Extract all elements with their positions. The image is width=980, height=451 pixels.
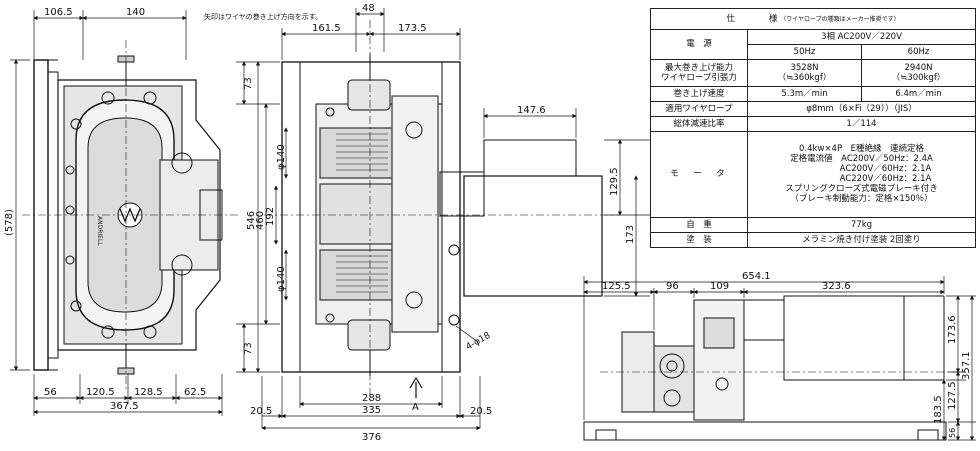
spec-table: 仕 様 （ワイヤロープの種類はメーカー推奨です） 電 源 3相 AC200V／2… — [650, 7, 977, 248]
dim-173-right: 173 — [625, 225, 636, 244]
dim-140: 140 — [126, 7, 145, 18]
dim-147: 147.6 — [517, 105, 546, 116]
middle-dimensions — [236, 8, 650, 431]
paint-label: 塗 装 — [650, 232, 748, 248]
motor-value: 0.4kw×4P E種絶縁 連続定格 定格電流値 AC200V／50Hz：2.4… — [747, 130, 976, 219]
dim-128: 128.5 — [134, 387, 163, 398]
dim-376: 376 — [362, 432, 381, 443]
capacity-50: 3528N （≒360kgf） — [747, 58, 862, 88]
rope-value: φ8mm（6×Fi（29））（JIS） — [747, 101, 976, 117]
dim-546: 546 — [246, 211, 257, 230]
capacity-label-1: 最大巻き上げ能力 — [664, 62, 733, 73]
motor-line-3: AC200V／60Hz：2.1A — [839, 164, 932, 175]
capacity-50-2: （≒360kgf） — [777, 72, 832, 83]
dim-phi140a: φ140 — [276, 144, 287, 170]
right-view — [583, 295, 960, 441]
dim-109: 109 — [710, 281, 729, 292]
capacity-60: 2940N （≒300kgf） — [860, 58, 977, 88]
middle-dim-text: 48 161.5 173.5 73 73 546 460 192 φ140 φ1… — [243, 3, 636, 443]
capacity-60-1: 2940N — [904, 62, 933, 73]
dim-654: 654.1 — [742, 271, 771, 282]
dim-335: 335 — [362, 405, 381, 416]
note-text: 矢印はワイヤの巻き上げ方向を示す。 — [204, 13, 323, 21]
dim-288: 288 — [362, 393, 381, 404]
capacity-label: 最大巻き上げ能力 ワイヤロープ引張力 — [650, 58, 748, 88]
dim-192: 192 — [265, 207, 276, 226]
rope-label: 適用ワイヤロープ — [650, 101, 748, 117]
dim-56: 56 — [44, 387, 57, 398]
left-dimensions — [10, 10, 223, 416]
dim-127: 127.5 — [947, 381, 958, 410]
power-label: 電 源 — [650, 29, 748, 60]
dim-56r: 56 — [948, 428, 957, 438]
weight-label: 自 重 — [650, 217, 748, 234]
ratio-label: 総体減速比率 — [650, 115, 748, 132]
right-dimensions — [583, 276, 976, 441]
dim-73b: 73 — [243, 342, 254, 355]
spec-title: 仕 様 — [726, 13, 778, 24]
dim-173-top: 173.5 — [398, 23, 427, 34]
motor-line-4: AC220V／60Hz：2.1A — [839, 174, 932, 185]
dim-106: 106.5 — [44, 7, 73, 18]
motor-line-5: スプリングクローズ式電磁ブレーキ付き — [785, 184, 938, 195]
capacity-60-2: （≒300kgf） — [891, 72, 946, 83]
brand-label: ANDRIELL — [96, 216, 103, 246]
dim-96: 96 — [666, 281, 679, 292]
ratio-value: 1／114 — [747, 115, 976, 132]
paint-value: メラミン焼き付け塗装 2回塗り — [747, 232, 976, 248]
dim-73a: 73 — [243, 77, 254, 90]
capacity-50-1: 3528N — [790, 62, 819, 73]
dim-hole: 4-φ18 — [465, 331, 493, 353]
dim-120: 120.5 — [86, 387, 115, 398]
dim-578: (578) — [4, 209, 15, 236]
dim-323: 323.6 — [822, 281, 851, 292]
freq-50: 50Hz — [747, 43, 862, 60]
motor-line-2: 定格電流値 AC200V／50Hz：2.4A — [790, 154, 933, 165]
right-dim-text: 654.1 125.5 96 109 323.6 173.6 357.1 127… — [602, 271, 972, 438]
dim-460: 460 — [255, 211, 266, 230]
motor-label: モ ー タ — [650, 130, 748, 219]
capacity-label-2: ワイヤロープ引張力 — [661, 72, 737, 83]
dim-125: 125.5 — [602, 281, 631, 292]
motor-line-1: 0.4kw×4P E種絶縁 連続定格 — [799, 144, 924, 155]
dim-48: 48 — [362, 3, 375, 14]
dim-20b: 20.5 — [470, 406, 492, 417]
dim-173r: 173.6 — [947, 315, 958, 344]
speed-60: 6.4m／min — [860, 86, 977, 103]
middle-view — [264, 20, 620, 400]
left-dim-text: 106.5 140 (578) 56 120.5 128.5 62.5 367.… — [4, 7, 206, 412]
dim-161: 161.5 — [312, 23, 341, 34]
motor-line-6: （ブレーキ制動能力：定格×150％） — [790, 194, 933, 205]
dim-20a: 20.5 — [250, 406, 272, 417]
weight-value: 77kg — [747, 217, 976, 234]
dim-62: 62.5 — [184, 387, 206, 398]
spec-title-cell: 仕 様 （ワイヤロープの種類はメーカー推奨です） — [650, 7, 976, 31]
power-value: 3相 AC200V／220V — [747, 29, 976, 45]
dim-367: 367.5 — [110, 401, 139, 412]
arrow-a: A — [412, 402, 419, 413]
dim-phi140b: φ140 — [276, 266, 287, 292]
freq-60: 60Hz — [860, 43, 977, 60]
dim-183: 183.5 — [933, 395, 944, 424]
speed-label: 巻き上げ速度 — [650, 86, 748, 103]
spec-title-note: （ワイヤロープの種類はメーカー推奨です） — [780, 15, 900, 23]
dim-129: 129.5 — [609, 167, 620, 196]
dim-357: 357.1 — [961, 351, 972, 380]
left-view — [22, 40, 240, 390]
speed-50: 5.3m／min — [747, 86, 862, 103]
